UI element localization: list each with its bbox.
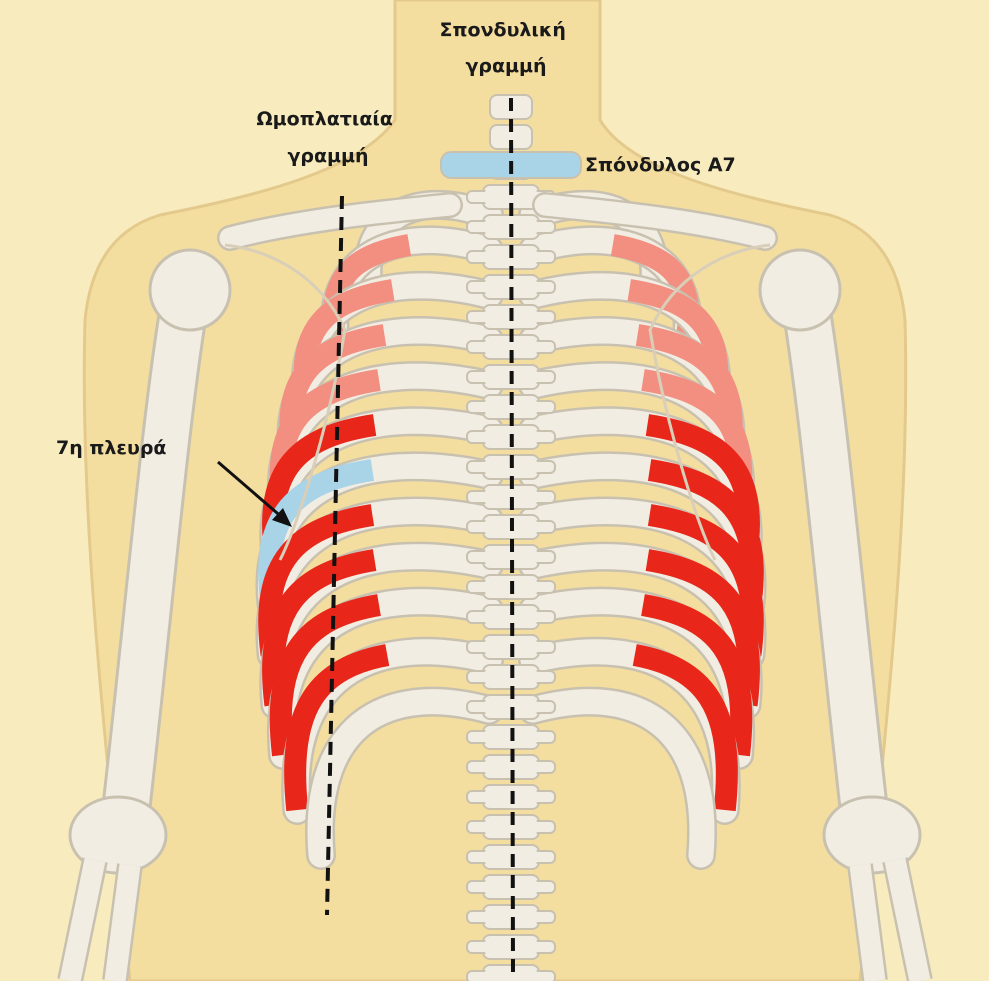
left-humeral-head (150, 250, 230, 330)
right-humeral-head (760, 250, 840, 330)
rib-label: 7η πλευρά (56, 437, 166, 459)
vertebra-label: Σπόνδυλος Α7 (585, 154, 736, 176)
